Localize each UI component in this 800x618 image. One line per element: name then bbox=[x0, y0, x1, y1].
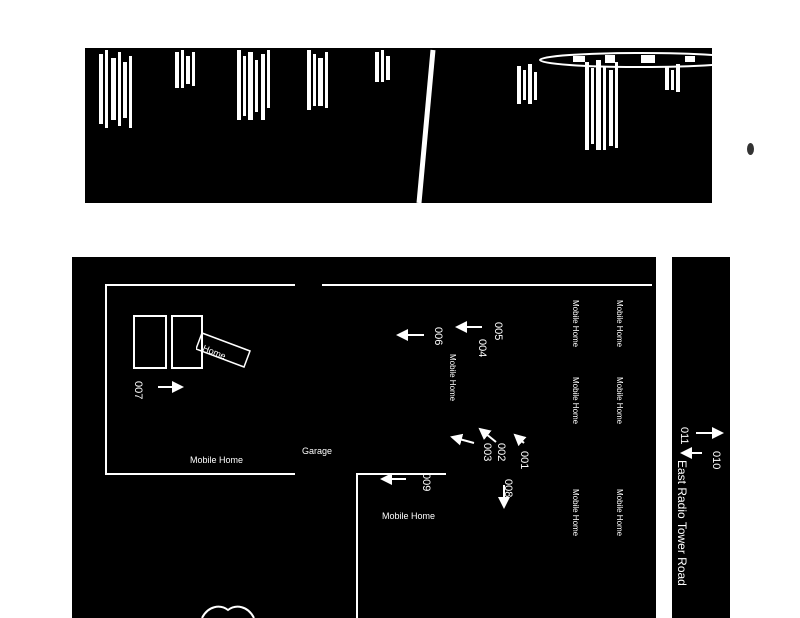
boundary-top-right bbox=[322, 284, 652, 286]
illegible-text-left bbox=[99, 50, 390, 128]
boundary-bottom-left bbox=[105, 473, 295, 475]
mobile-home-bottom-label: Mobile Home bbox=[382, 511, 436, 521]
outbuilding-2 bbox=[171, 315, 203, 369]
road-edge-line bbox=[656, 257, 672, 618]
direction-arrows bbox=[158, 321, 724, 509]
arrow-001 bbox=[513, 433, 527, 447]
home-outline bbox=[196, 332, 251, 368]
header-divider bbox=[416, 49, 436, 203]
arrow-003 bbox=[450, 433, 475, 446]
emblem-partial bbox=[201, 605, 255, 618]
boundary-top-left bbox=[105, 284, 295, 286]
garage-label: Garage bbox=[302, 446, 333, 456]
outbuilding-1 bbox=[133, 315, 167, 369]
scan-dot bbox=[747, 143, 754, 155]
site-plan-map: Home Mobile Home Garage Mobile Home Mobi… bbox=[72, 257, 730, 618]
header-strip bbox=[85, 48, 712, 203]
boundary-inner-vertical bbox=[356, 473, 358, 618]
boundary-left bbox=[105, 284, 107, 474]
header-strip-graphics bbox=[99, 49, 712, 203]
arrow-002 bbox=[478, 427, 497, 443]
boundary-garage-top bbox=[356, 473, 446, 475]
illegible-text-right bbox=[517, 60, 680, 150]
header-oval bbox=[539, 52, 712, 68]
mobile-home-left-label: Mobile Home bbox=[190, 455, 244, 465]
